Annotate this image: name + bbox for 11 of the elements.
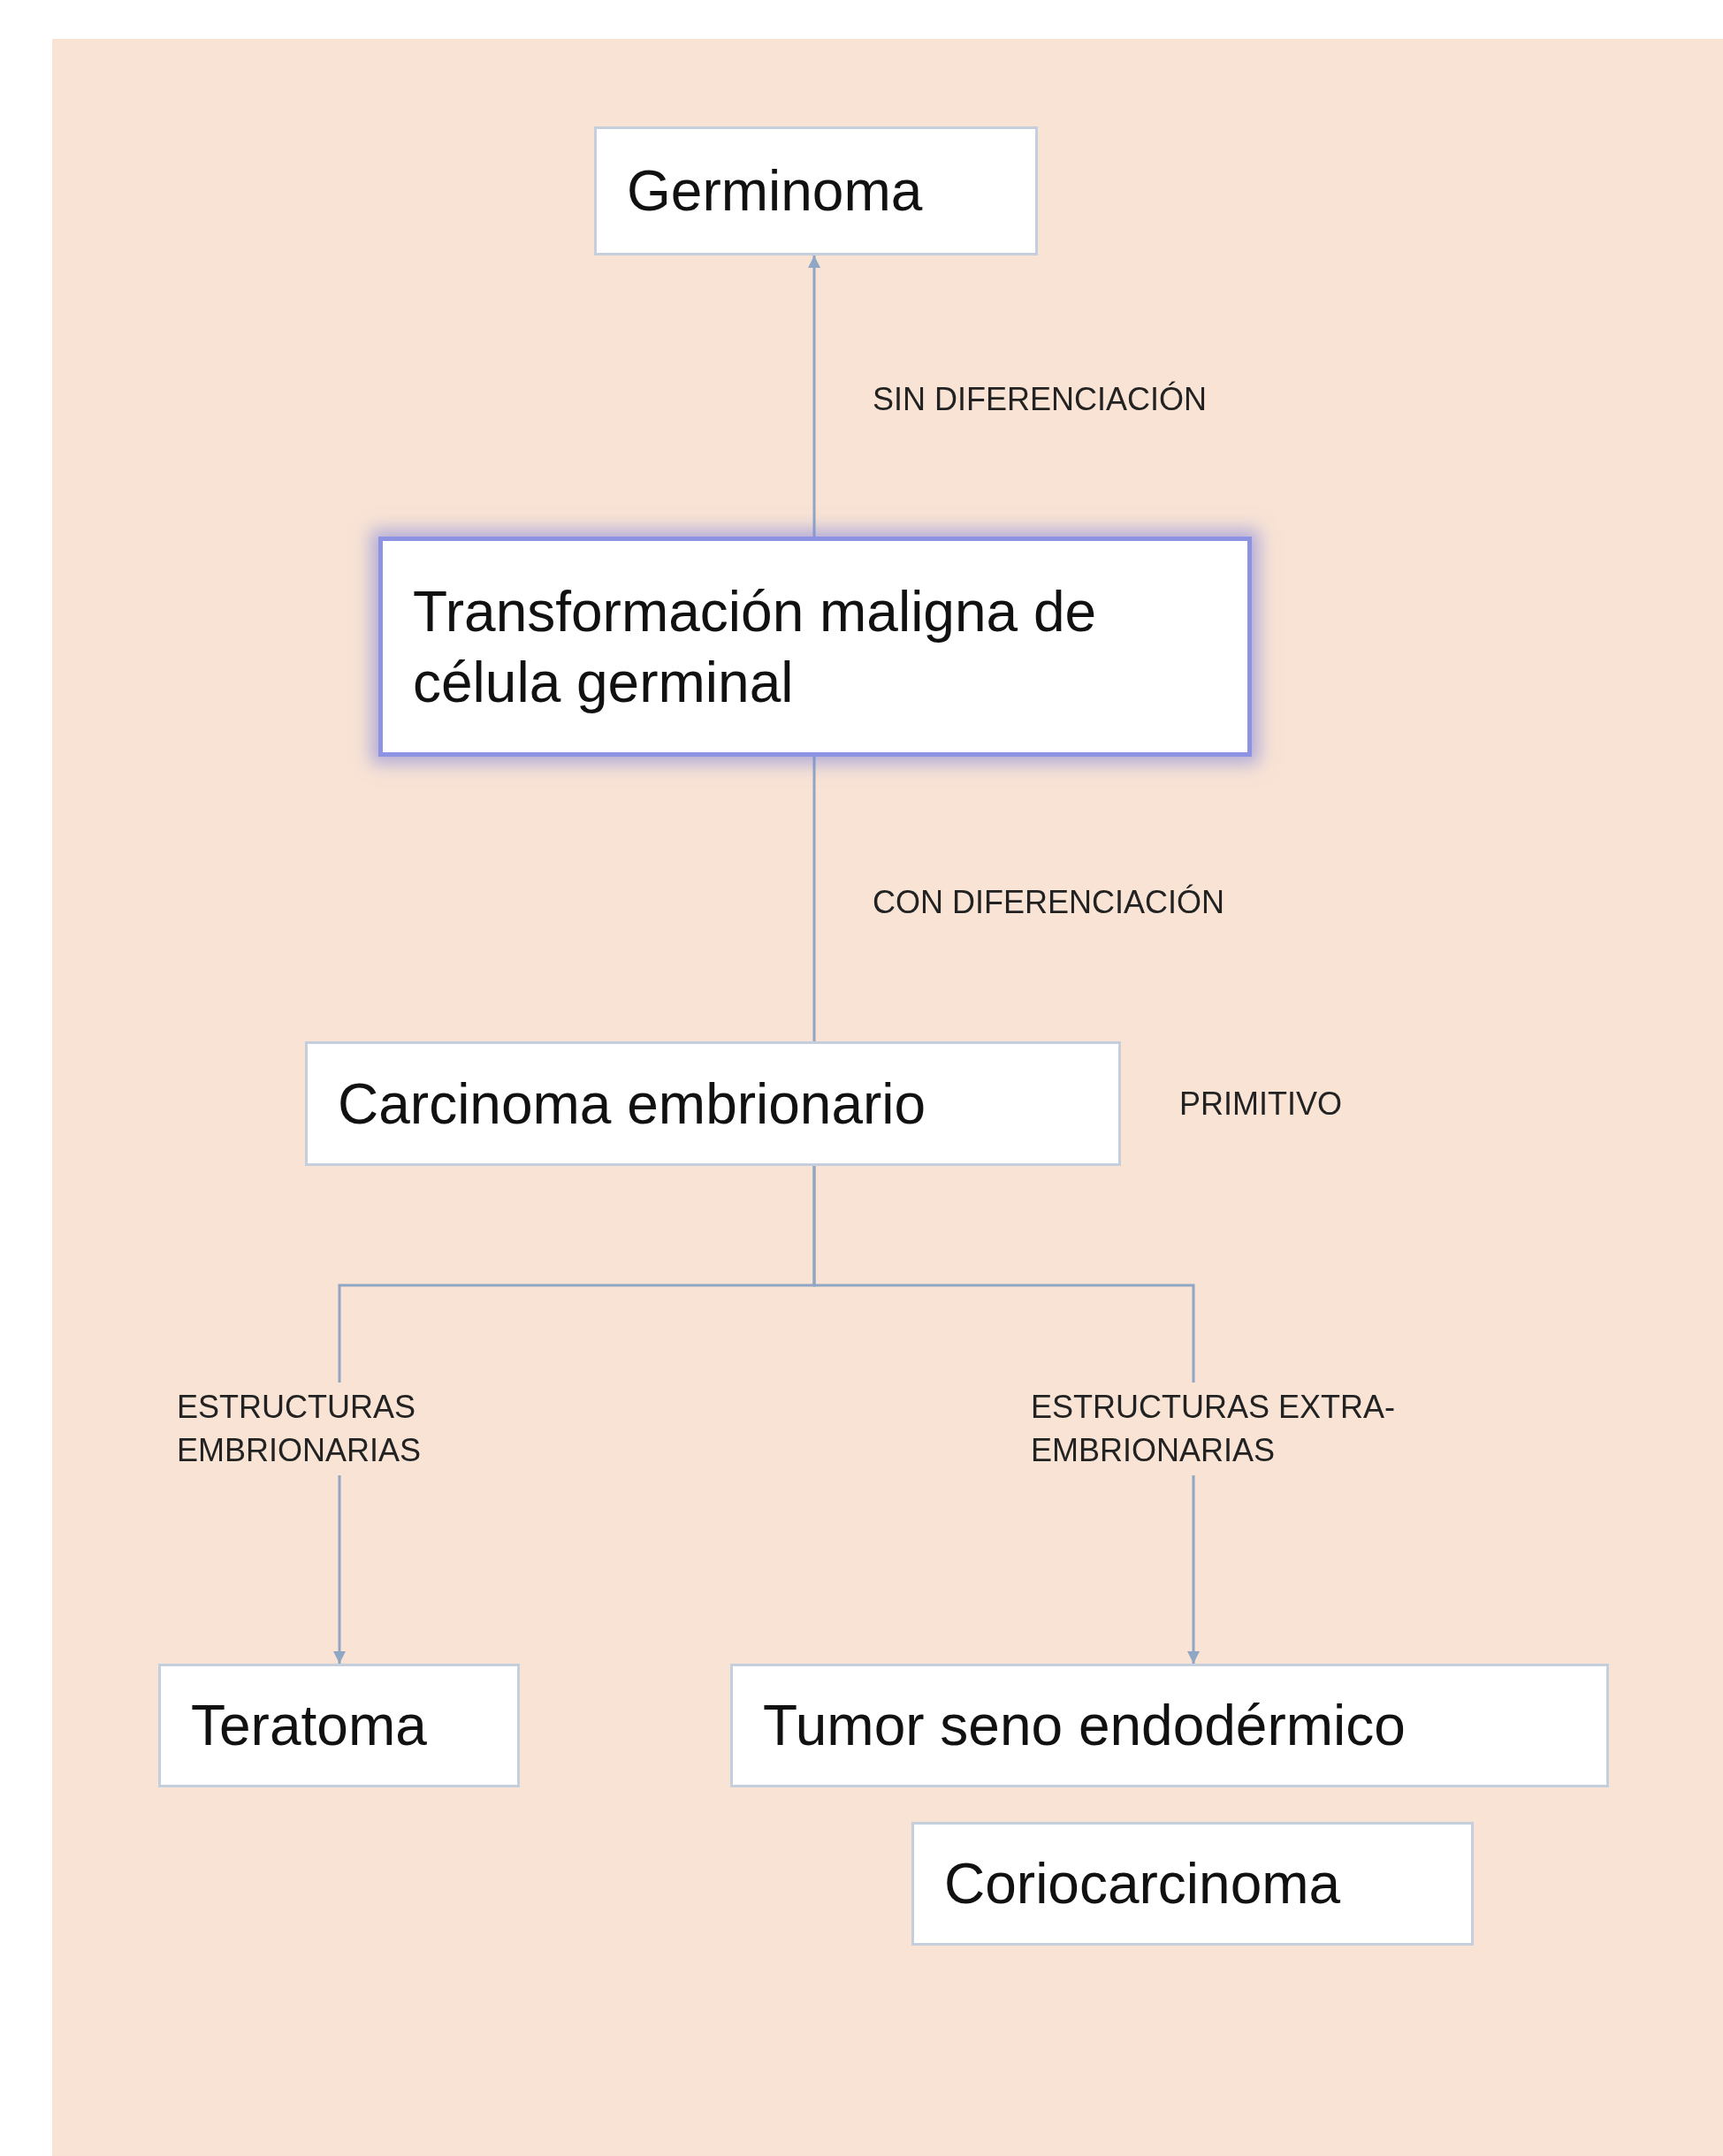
process-box: Carcinoma embrionario bbox=[305, 1041, 1121, 1166]
process-box: Coriocarcinoma bbox=[911, 1822, 1474, 1946]
process-box: Transformación maligna de célula germinal bbox=[378, 537, 1252, 757]
process-box: Teratoma bbox=[158, 1664, 520, 1787]
process-box: Germinoma bbox=[594, 126, 1038, 255]
edge-label: SIN DIFERENCIACIÓN bbox=[872, 380, 1208, 419]
arrow bbox=[812, 1166, 1200, 1664]
process-box: Tumor seno endodérmico bbox=[730, 1664, 1609, 1787]
annotation-label: PRIMITIVO bbox=[1178, 1084, 1343, 1124]
arrow bbox=[808, 255, 820, 537]
edge-label: CON DIFERENCIACIÓN bbox=[872, 883, 1226, 922]
